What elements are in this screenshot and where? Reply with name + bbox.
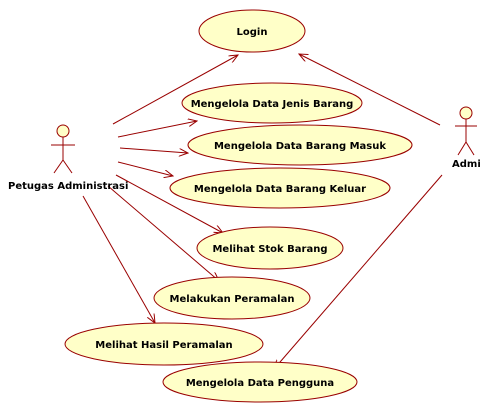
assoc-petugas-keluar (117, 161, 173, 176)
assoc-petugas-hasil (82, 195, 155, 323)
use-case-label: Melihat Stok Barang (212, 244, 327, 255)
assoc-petugas-stok (115, 174, 223, 233)
assoc-admin-login (299, 54, 441, 126)
use-case-ellipse (162, 361, 358, 403)
use-case-melihat-hasil-peramalan: Melihat Hasil Peramalan (64, 322, 264, 366)
use-case-label: Mengelola Data Pengguna (186, 378, 334, 389)
assoc-petugas-login (112, 55, 238, 125)
use-case-mengelola-data-barang-keluar: Mengelola Data Barang Keluar (169, 167, 391, 209)
use-case-label: Mengelola Data Barang Masuk (214, 141, 386, 152)
stick-figure-icon (51, 124, 75, 174)
assoc-admin-pengguna (274, 174, 443, 369)
actor-label: Petugas Administrasi (8, 181, 128, 192)
use-case-melihat-stok-barang: Melihat Stok Barang (196, 226, 344, 270)
use-case-login: Login (198, 9, 306, 53)
actor-admin: Admin (452, 106, 481, 170)
use-case-mengelola-data-barang-masuk: Mengelola Data Barang Masuk (187, 124, 413, 166)
use-case-melakukan-peramalan: Melakukan Peramalan (153, 276, 311, 320)
use-case-mengelola-data-pengguna: Mengelola Data Pengguna (162, 361, 358, 403)
associations (82, 54, 443, 369)
use-case-ellipse (153, 276, 311, 320)
use-case-ellipse (64, 322, 264, 366)
use-case-label: Melihat Hasil Peramalan (95, 340, 232, 351)
use-case-label: Melakukan Peramalan (170, 294, 295, 305)
use-case-ellipse (198, 9, 306, 53)
use-case-label: Mengelola Data Jenis Barang (191, 99, 354, 110)
use-case-ellipse (196, 226, 344, 270)
use-case-ellipse (169, 167, 391, 209)
use-case-label: Mengelola Data Barang Keluar (194, 184, 366, 195)
assoc-petugas-masuk (119, 147, 188, 153)
use-case-label: Login (237, 27, 268, 38)
use-case-ellipse (187, 124, 413, 166)
use-case-ellipse (181, 82, 363, 124)
actor-label: Admin (452, 159, 481, 170)
use-case-mengelola-data-jenis-barang: Mengelola Data Jenis Barang (181, 82, 363, 124)
actor-petugas-administrasi: Petugas Administrasi (8, 124, 128, 192)
stick-figure-icon (455, 106, 477, 156)
assoc-petugas-jenis (117, 121, 197, 138)
assoc-petugas-ramal (107, 185, 219, 281)
